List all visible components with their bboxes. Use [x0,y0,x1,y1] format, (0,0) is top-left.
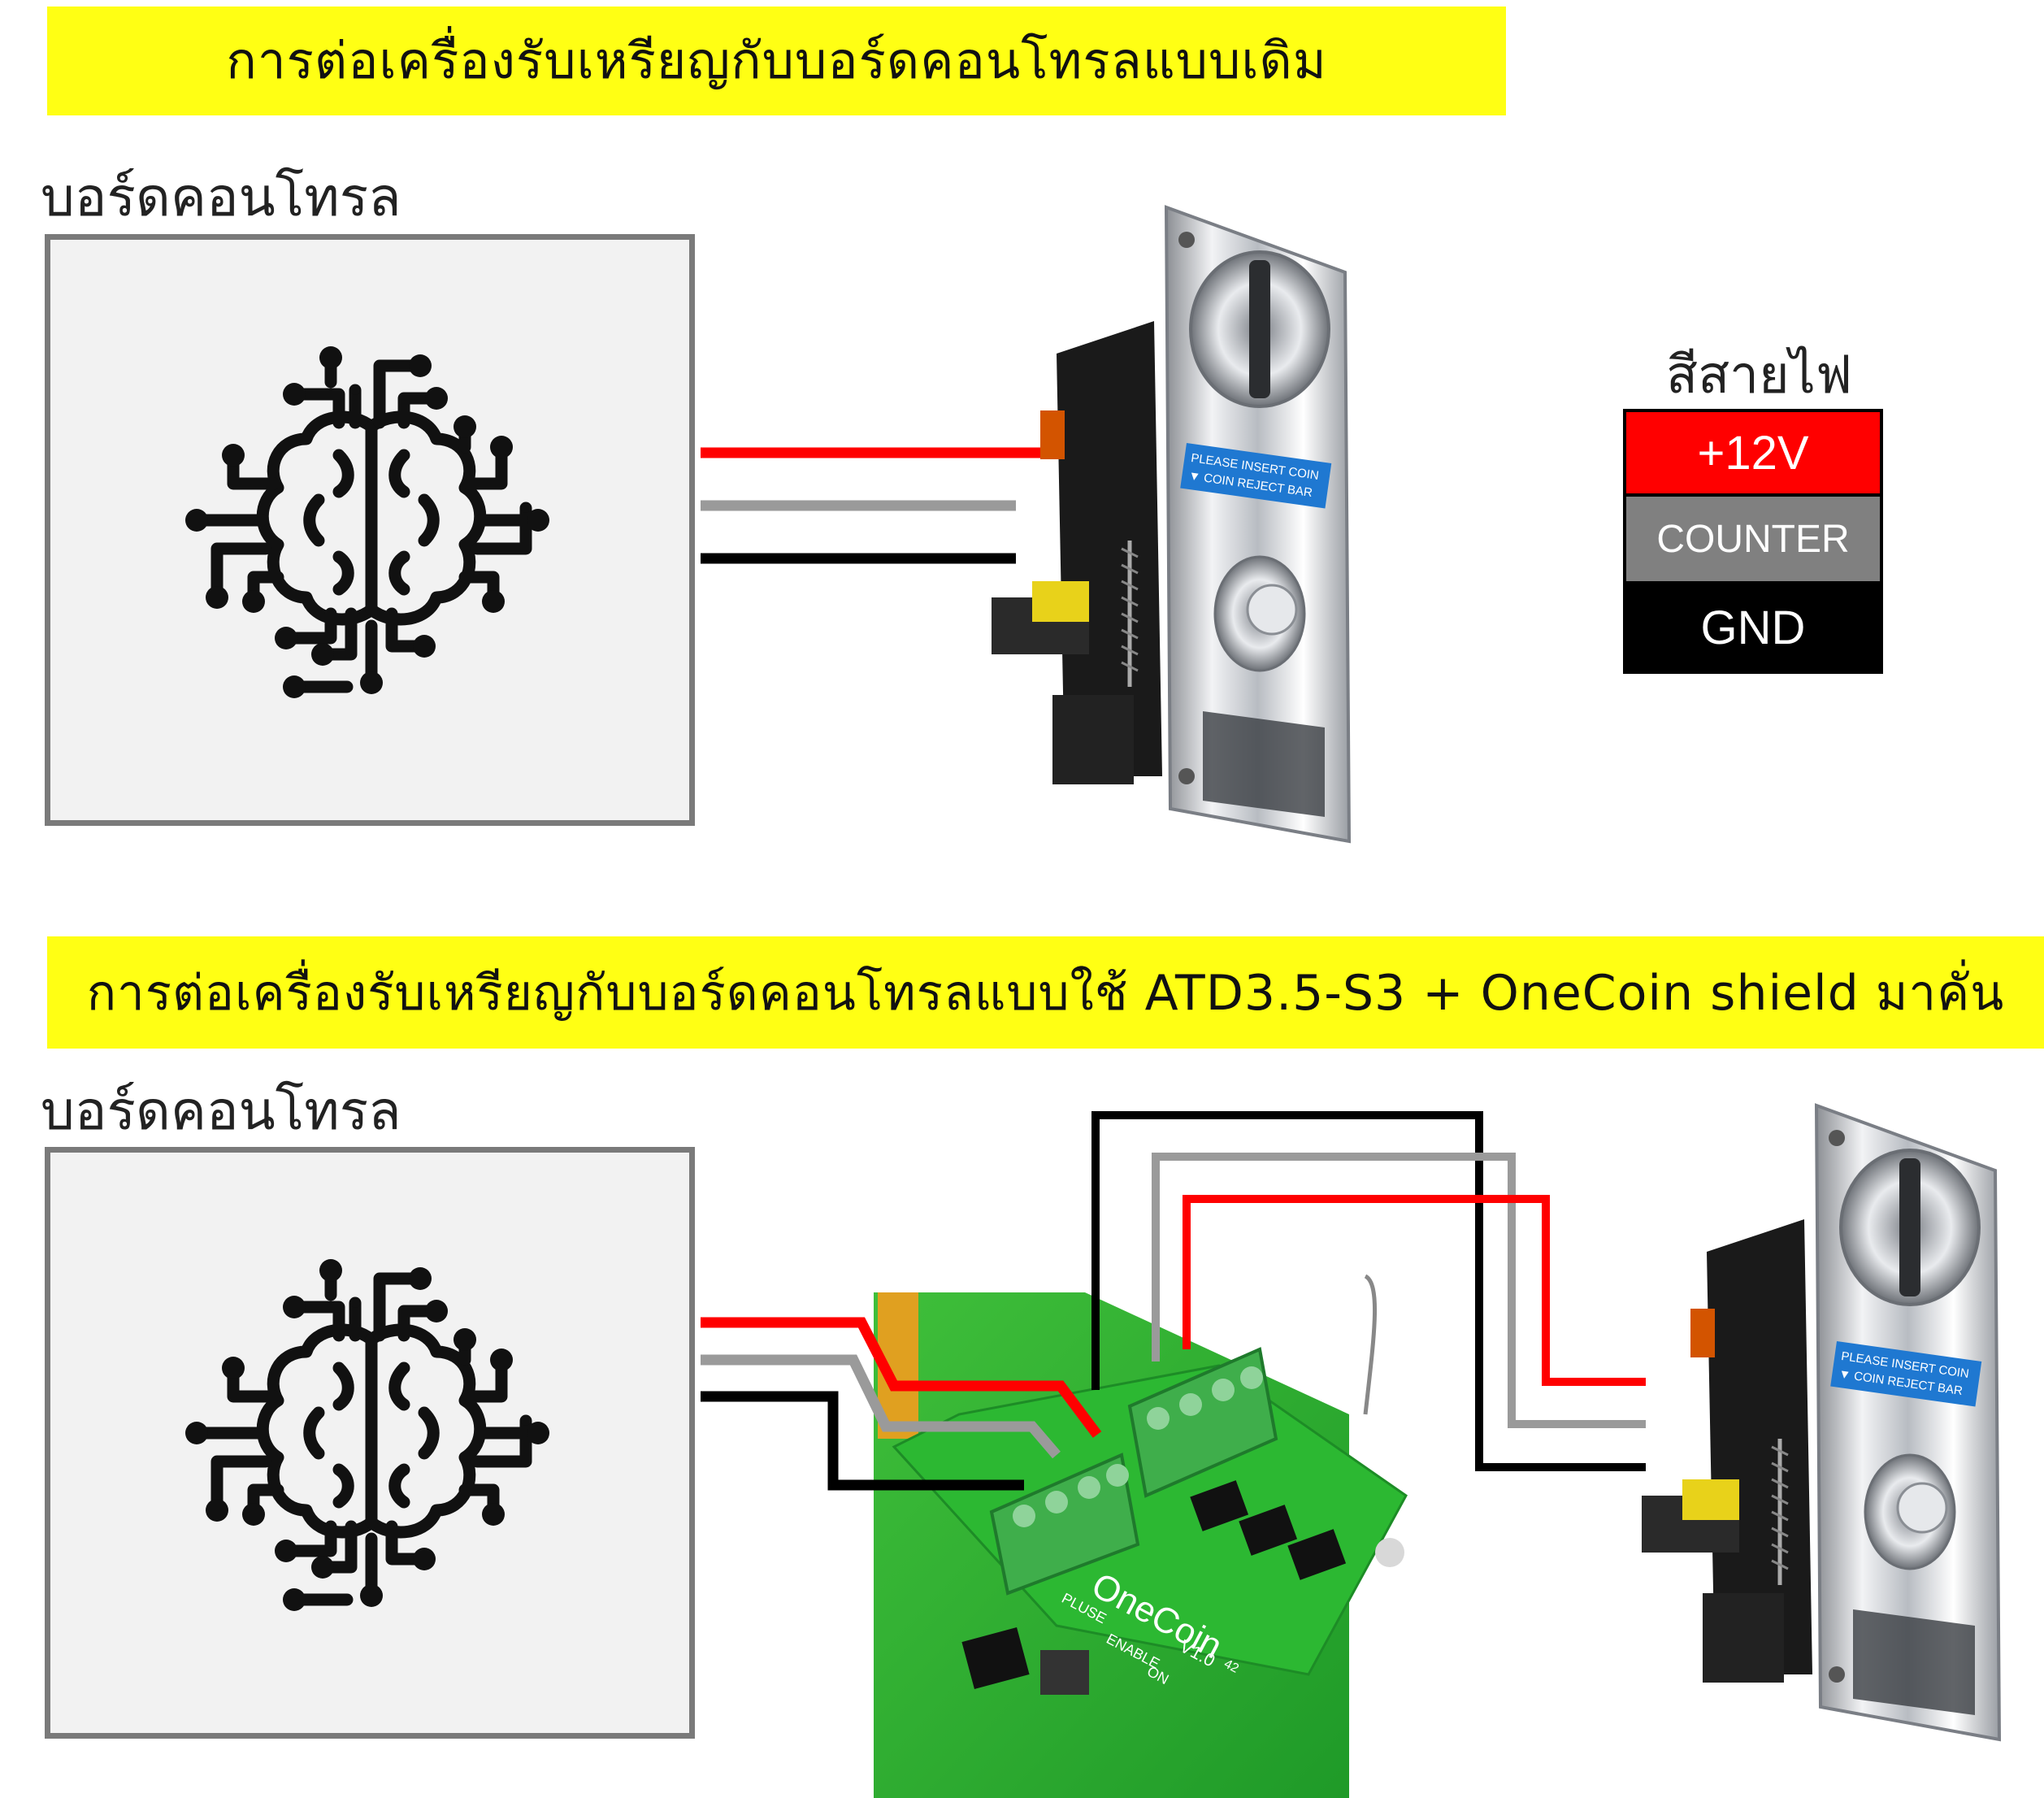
section2-output-wires [1091,1111,1646,1471]
section2-title: การต่อเครื่องรับเหรียญกับบอร์ดคอนโทรลแบบ… [86,964,2005,1022]
legend-12v: +12V [1623,409,1883,497]
wire-counter-in [701,1354,1061,1459]
section1-wires [701,447,1040,564]
section2-board-label: บอร์ดคอนโทรล [41,1079,401,1142]
wire-color-legend-title: สีสายไฟ [1666,345,1853,406]
control-board-box-2 [45,1147,695,1739]
section1-title-banner: การต่อเครื่องรับเหรียญกับบอร์ดคอนโทรลแบบ… [47,7,1506,115]
legend-counter-label: COUNTER [1656,517,1850,561]
wire-counter-out [1152,1153,1646,1428]
section2-title-banner: การต่อเครื่องรับเหรียญกับบอร์ดคอนโทรลแบบ… [47,936,2044,1049]
wire-gnd-out [1091,1111,1646,1471]
control-board-box-1 [45,234,695,826]
silk-num: 42 [1222,1657,1241,1676]
coin-acceptor-2: PLEASE INSERT COIN ▼ COIN REJECT BAR [1642,1105,1999,1739]
legend-gnd-label: GND [1700,601,1806,654]
legend-gnd: GND [1623,584,1883,674]
wire-12v-in [701,1317,1102,1438]
wire-12v-out [1183,1195,1646,1386]
atd-board-with-onecoin-shield: OneCoin V1.0 PLUSE ENABLE ON 42 [874,1274,1408,1798]
legend-counter: COUNTER [1623,497,1883,584]
section2-input-wires [701,1317,1102,1491]
coin-acceptor-1: PLEASE INSERT COIN ▼ COIN REJECT BAR [992,207,1349,841]
section1-title: การต่อเครื่องรับเหรียญกับบอร์ดคอนโทรลแบบ… [226,31,1327,90]
section1-board-label: บอร์ดคอนโทรล [41,166,401,228]
wire-gnd-in [701,1391,1024,1491]
legend-12v-label: +12V [1697,426,1809,480]
